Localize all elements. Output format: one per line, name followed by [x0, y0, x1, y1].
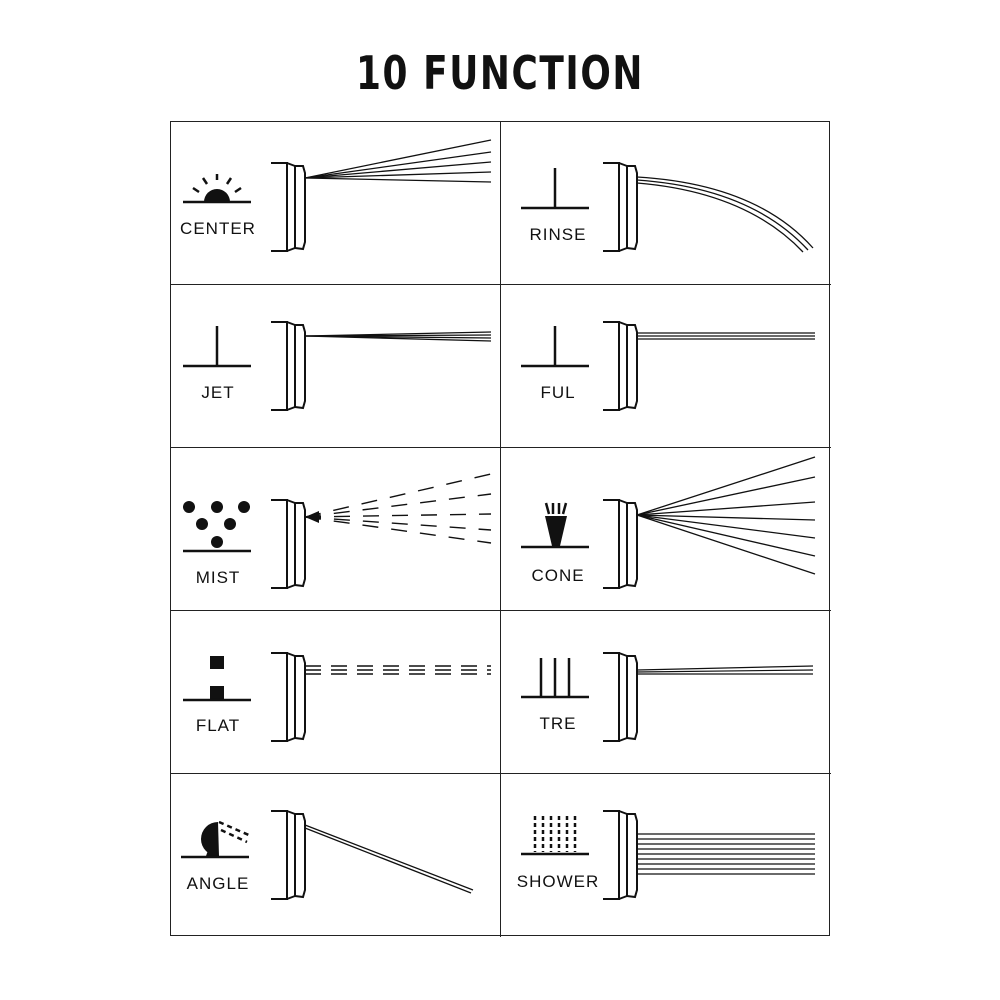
function-label: ANGLE: [186, 874, 250, 893]
nozzle-icon: [271, 652, 306, 742]
page-title: 10 FUNCTION: [356, 46, 644, 100]
spray-wide-fan: [636, 456, 816, 575]
function-label: FUL: [540, 383, 576, 402]
angle-symbol-icon: [181, 820, 252, 859]
single-stem-icon: [521, 168, 589, 210]
sun-symbol-icon: [183, 174, 251, 204]
triple-stem-icon: [521, 658, 589, 699]
function-cell-shower: SHOWER: [501, 774, 831, 937]
nozzle-icon: [603, 499, 638, 589]
function-label: SHOWER: [516, 872, 600, 891]
spray-angled-stream: [304, 824, 474, 894]
single-stem-icon: [183, 326, 251, 368]
spray-arc-stream: [636, 176, 814, 253]
function-label: MIST: [195, 568, 241, 587]
spray-dashed-fan: [304, 473, 492, 544]
spray-thin-streams: [636, 665, 814, 675]
function-cell-rinse: RINSE: [501, 122, 831, 285]
function-cell-flat: FLAT: [171, 611, 501, 774]
nozzle-icon: [603, 810, 638, 900]
single-stem-icon: [521, 326, 589, 368]
function-label: RINSE: [529, 225, 587, 244]
flat-symbol-icon: [183, 656, 251, 702]
function-cell-mist: MIST: [171, 448, 501, 611]
nozzle-icon: [271, 162, 306, 252]
spray-shower-lines: [637, 833, 815, 875]
function-cell-tre: TRE: [501, 611, 831, 774]
nozzle-icon: [603, 321, 638, 411]
nozzle-icon: [271, 321, 306, 411]
spray-parallel-stream: [637, 332, 815, 340]
function-grid: CENTER RINSE: [170, 121, 831, 937]
nozzle-icon: [603, 162, 638, 252]
nozzle-icon: [603, 652, 638, 742]
function-cell-cone: CONE: [501, 448, 831, 611]
function-label: FLAT: [195, 716, 241, 735]
cone-symbol-icon: [521, 502, 589, 549]
dots-symbol-icon: [183, 501, 251, 553]
shower-symbol-icon: [521, 816, 589, 856]
function-cell-ful: FUL: [501, 285, 831, 448]
function-label: JET: [201, 383, 235, 402]
function-cell-jet: JET: [171, 285, 501, 448]
function-label: CONE: [531, 566, 585, 585]
function-cell-center: CENTER: [171, 122, 501, 285]
nozzle-icon: [271, 499, 306, 589]
spray-tight-jet: [304, 331, 492, 342]
function-cell-angle: ANGLE: [171, 774, 501, 937]
function-label: CENTER: [180, 219, 256, 238]
spray-dashed-flat: [305, 665, 491, 675]
nozzle-icon: [271, 810, 306, 900]
function-label: TRE: [539, 714, 577, 733]
spray-fan-narrow: [304, 139, 492, 183]
